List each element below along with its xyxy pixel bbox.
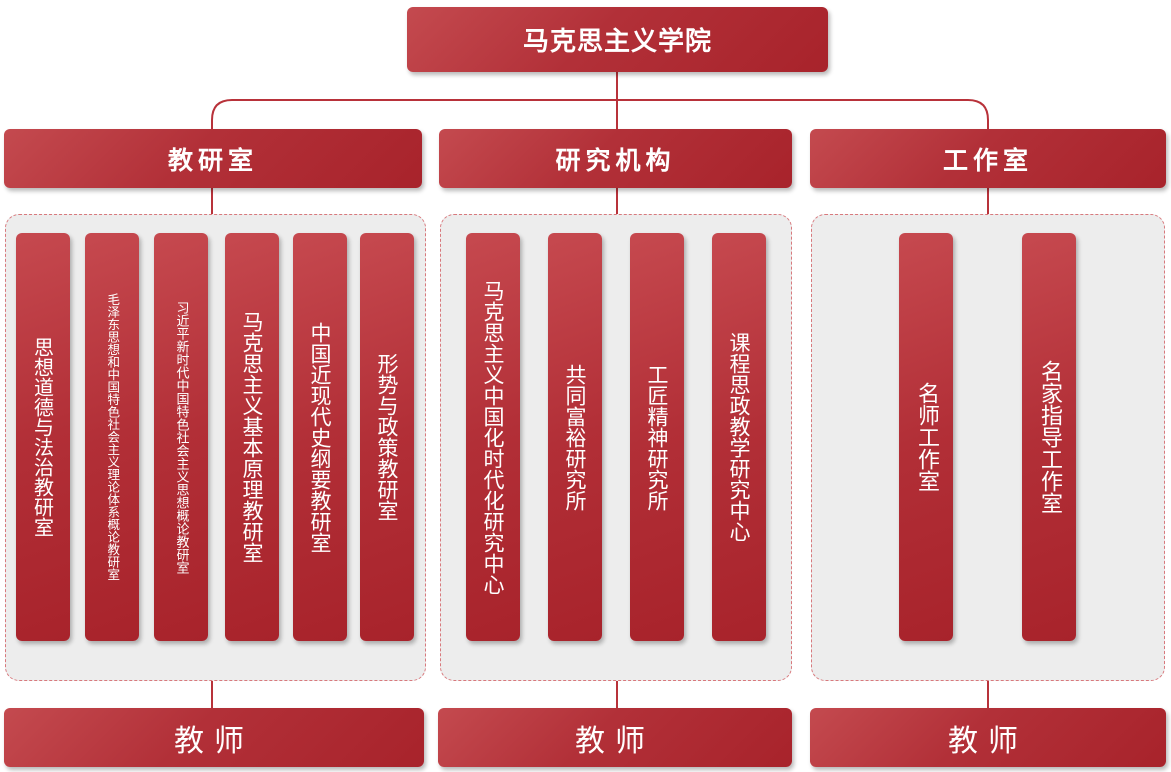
group-footer-label: 教师 (575, 723, 655, 759)
item-label: 思想道德与法治教研室 (30, 337, 55, 537)
group-header-research-institutes: 研究机构 (439, 129, 792, 188)
panel-teaching-offices (5, 214, 426, 681)
item-marxism-principles-office: 马克思主义基本原理教研室 (225, 233, 279, 641)
group-header-teaching-offices: 教研室 (4, 129, 422, 188)
item-label: 马克思主义中国化时代化研究中心 (481, 279, 505, 595)
item-moral-law-office: 思想道德与法治教研室 (16, 233, 70, 641)
group-footer-label: 教师 (948, 723, 1028, 759)
item-common-prosperity-institute: 共同富裕研究所 (548, 233, 602, 641)
item-label: 课程思政教学研究中心 (727, 332, 751, 542)
group-footer-teachers-3: 教师 (810, 708, 1166, 767)
item-label: 工匠精神研究所 (645, 363, 669, 511)
item-famous-teacher-studio: 名师工作室 (899, 233, 953, 641)
item-xi-thought-office: 习近平新时代中国特色社会主义思想概论教研室 (154, 233, 208, 641)
group-header-studios: 工作室 (810, 129, 1166, 188)
item-mao-theory-office: 毛泽东思想和中国特色社会主义理论体系概论教研室 (85, 233, 139, 641)
group-header-label: 工作室 (942, 145, 1033, 175)
item-sinicization-center: 马克思主义中国化时代化研究中心 (466, 233, 520, 641)
item-expert-guidance-studio: 名家指导工作室 (1022, 233, 1076, 641)
root-label: 马克思主义学院 (522, 27, 712, 57)
item-label: 共同富裕研究所 (563, 363, 587, 511)
panel-studios (811, 214, 1165, 681)
connector-branch-left (211, 99, 617, 129)
item-label: 毛泽东思想和中国特色社会主义理论体系概论教研室 (105, 293, 121, 581)
item-label: 名家指导工作室 (1037, 360, 1062, 514)
item-modern-history-office: 中国近现代史纲要教研室 (293, 233, 347, 641)
group-footer-label: 教师 (174, 723, 254, 759)
item-label: 马克思主义基本原理教研室 (240, 311, 264, 563)
item-label: 名师工作室 (914, 382, 939, 492)
group-header-label: 教研室 (167, 145, 258, 175)
group-footer-teachers-1: 教师 (4, 708, 424, 767)
root-node: 马克思主义学院 (407, 7, 828, 72)
item-label: 习近平新时代中国特色社会主义思想概论教研室 (173, 300, 189, 574)
item-label: 中国近现代史纲要教研室 (308, 321, 332, 553)
item-curriculum-research-center: 课程思政教学研究中心 (712, 233, 766, 641)
item-policy-office: 形势与政策教研室 (360, 233, 414, 641)
item-label: 形势与政策教研室 (375, 353, 399, 521)
group-footer-teachers-2: 教师 (438, 708, 792, 767)
connector-branch-right (617, 99, 989, 129)
group-header-label: 研究机构 (555, 145, 676, 175)
item-craftsman-spirit-institute: 工匠精神研究所 (630, 233, 684, 641)
